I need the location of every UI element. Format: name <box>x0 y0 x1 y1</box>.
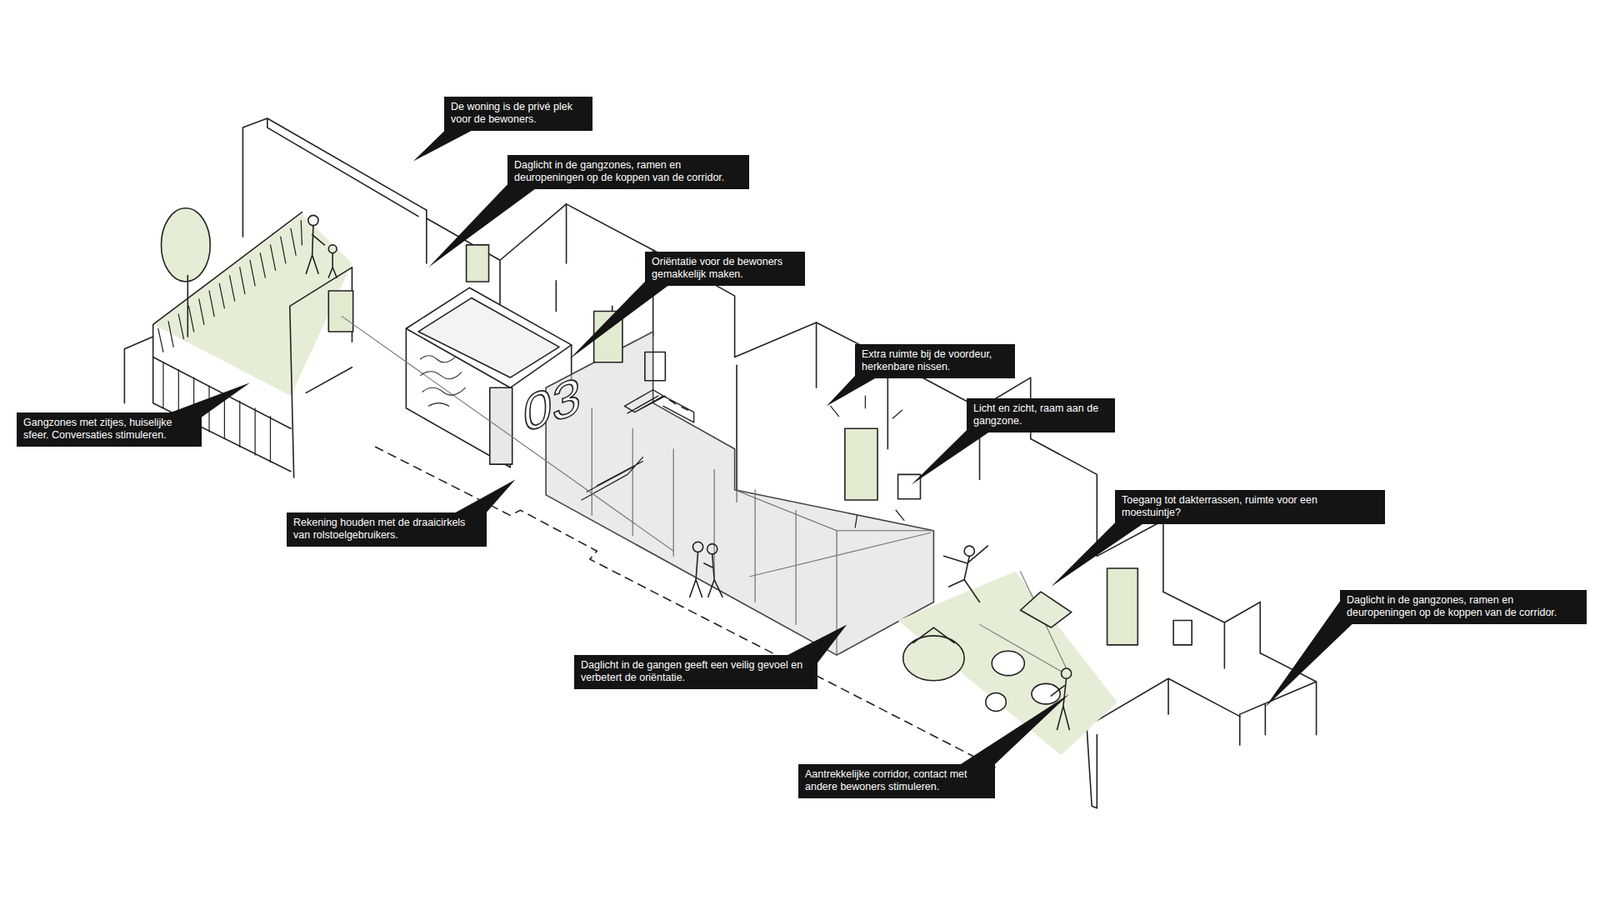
callout-box: Daglicht in de gangzones, ramen en deuro… <box>1340 590 1587 625</box>
callout-text: Daglicht in de gangzones, ramen en deuro… <box>1346 594 1580 620</box>
callout-box: Toegang tot dakterrassen, ruimte voor ee… <box>1115 490 1385 525</box>
callout-text: Rekening houden met de draaicirkels van … <box>293 516 480 542</box>
callout-box: Licht en zicht, raam aan de gangzone. <box>966 398 1115 433</box>
callout-box: Aantrekkelijke corridor, contact met and… <box>798 764 995 799</box>
callout-box: Oriëntatie voor de bewoners gemakkelijk … <box>645 251 805 286</box>
callout-text: Toegang tot dakterrassen, ruimte voor ee… <box>1121 494 1379 520</box>
callout-box: Daglicht in de gangen geeft een veilig g… <box>574 655 818 690</box>
callout-text: Licht en zicht, raam aan de gangzone. <box>973 402 1109 428</box>
callout-text: Daglicht in de gangen geeft een veilig g… <box>580 659 811 685</box>
callout-text: Gangzones met zitjes, huiselijke sfeer. … <box>23 416 195 442</box>
callout-text: Oriëntatie voor de bewoners gemakkelijk … <box>651 255 799 281</box>
callout-box: Gangzones met zitjes, huiselijke sfeer. … <box>16 412 202 447</box>
callout-text: De woning is de privé plek voor de bewon… <box>450 100 586 126</box>
callout-text: Extra ruimte bij de voordeur, herkenbare… <box>861 348 1009 374</box>
callout-box: Rekening houden met de draaicirkels van … <box>286 512 487 547</box>
callout-box: Daglicht in de gangzones, ramen en deuro… <box>507 155 750 190</box>
callout-box: Extra ruimte bij de voordeur, herkenbare… <box>855 344 1015 379</box>
callout-text: Aantrekkelijke corridor, contact met and… <box>805 768 989 794</box>
callout-text: Daglicht in de gangzones, ramen en deuro… <box>514 159 743 185</box>
callout-box: De woning is de privé plek voor de bewon… <box>444 96 593 131</box>
